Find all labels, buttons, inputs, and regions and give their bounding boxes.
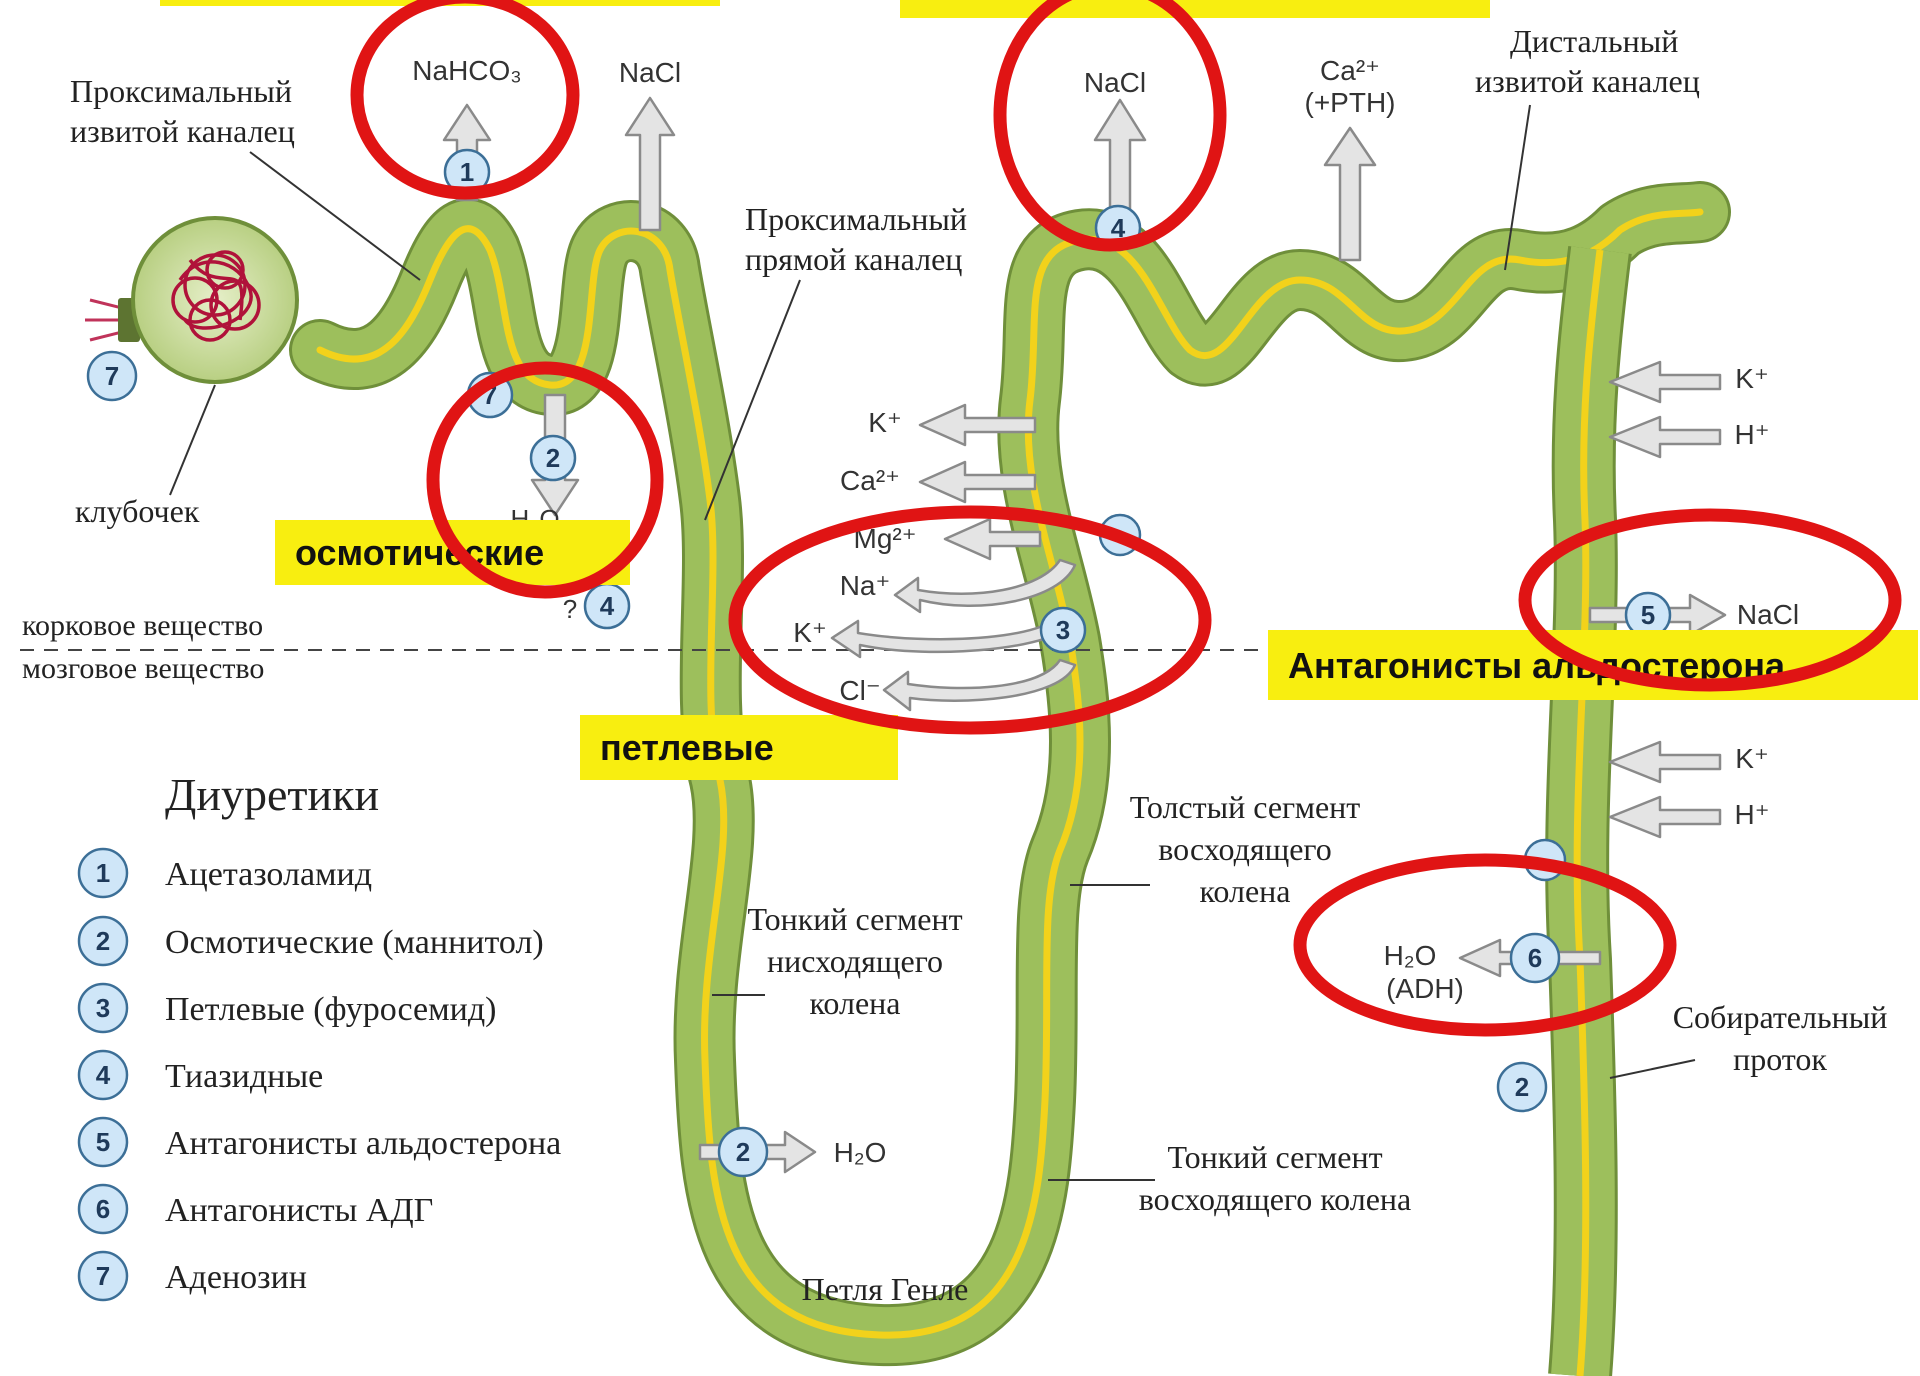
svg-text:2: 2 xyxy=(96,926,110,956)
label-proximal-convoluted-2: извитой каналец xyxy=(70,113,295,149)
ion-na-thick: Na⁺ xyxy=(840,570,891,601)
arrow-ca-pth xyxy=(1325,128,1375,260)
label-distal-convoluted-1: Дистальный xyxy=(1510,23,1678,59)
legend-item: 7 Аденозин xyxy=(79,1252,307,1300)
label-thin-ascending-2: восходящего колена xyxy=(1139,1181,1412,1217)
svg-text:4: 4 xyxy=(96,1060,111,1090)
ion-ca-pth-2: (+PTH) xyxy=(1305,87,1396,118)
svg-text:1: 1 xyxy=(460,157,474,187)
legend-item-label: Антагонисты альдостерона xyxy=(165,1125,561,1162)
label-thin-ascending-1: Тонкий сегмент xyxy=(1167,1139,1382,1175)
svg-text:3: 3 xyxy=(96,993,110,1023)
arrow-nacl-distal xyxy=(1095,100,1145,220)
top-highlight-bar-right xyxy=(900,0,1490,18)
badge-collect-6: 6 xyxy=(1511,934,1559,982)
legend: Диуретики 1 Ацетазоламид 2 Осмотические … xyxy=(79,769,561,1300)
label-collecting-duct-2: проток xyxy=(1733,1041,1827,1077)
ion-nacl-distal: NaCl xyxy=(1084,67,1146,98)
badge-loop-2: 2 xyxy=(719,1128,767,1176)
label-proximal-convoluted-1: Проксимальный xyxy=(70,73,292,109)
badge-thick-3: 3 xyxy=(1041,608,1085,652)
legend-item: 2 Осмотические (маннитол) xyxy=(79,917,544,965)
label-thick-ascending-1: Толстый сегмент xyxy=(1130,789,1361,825)
tubule-system xyxy=(320,212,1700,1376)
svg-text:7: 7 xyxy=(105,361,119,391)
ion-h-collect-2: H⁺ xyxy=(1735,799,1770,830)
legend-item-label: Ацетазоламид xyxy=(165,856,372,893)
label-collecting-duct-1: Собирательный xyxy=(1673,999,1888,1035)
label-proximal-straight-2: прямой каналец xyxy=(745,241,962,277)
svg-text:2: 2 xyxy=(546,443,560,473)
legend-title: Диуретики xyxy=(165,769,379,820)
ion-h2o-adh-1: H₂O xyxy=(1384,940,1437,971)
legend-item: 4 Тиазидные xyxy=(79,1051,323,1099)
legend-item-label: Петлевые (фуросемид) xyxy=(165,991,496,1028)
ion-h2o-adh-2: (ADH) xyxy=(1386,973,1464,1004)
ion-nacl-proximal: NaCl xyxy=(619,57,681,88)
badge-proximal-4: 4 xyxy=(585,584,629,628)
svg-text:5: 5 xyxy=(1641,600,1655,630)
arrow-k-collect-1 xyxy=(1610,362,1720,402)
ion-cl-thick: Cl⁻ xyxy=(839,675,880,706)
svg-text:5: 5 xyxy=(96,1127,110,1157)
label-thin-descending-3: колена xyxy=(810,985,901,1021)
label-cortex: корковое вещество xyxy=(22,609,263,642)
label-distal-convoluted-2: извитой каналец xyxy=(1475,63,1700,99)
badge-proximal-2: 2 xyxy=(531,436,575,480)
label-thin-descending-1: Тонкий сегмент xyxy=(747,901,962,937)
legend-item: 1 Ацетазоламид xyxy=(79,849,372,897)
label-glomerulus: клубочек xyxy=(75,493,200,529)
ion-h-collect-1: H⁺ xyxy=(1735,419,1770,450)
label-thin-descending-2: нисходящего xyxy=(767,943,943,979)
ion-ca-pth-1: Ca²⁺ xyxy=(1320,55,1380,86)
badge-glomerulus-7: 7 xyxy=(88,352,136,400)
label-medulla: мозговое вещество xyxy=(22,652,264,685)
svg-text:6: 6 xyxy=(1528,943,1542,973)
legend-item-label: Аденозин xyxy=(165,1259,307,1296)
label-thick-ascending-3: колена xyxy=(1200,873,1291,909)
highlight-loop-text: петлевые xyxy=(600,727,774,768)
ion-nacl-collect: NaCl xyxy=(1737,599,1799,630)
ion-k-thick: K⁺ xyxy=(868,407,901,438)
legend-item: 3 Петлевые (фуросемид) xyxy=(79,984,496,1032)
legend-item-label: Антагонисты АДГ xyxy=(165,1192,433,1229)
svg-text:2: 2 xyxy=(736,1137,750,1167)
highlight-osmotic-text: осмотические xyxy=(295,532,544,573)
svg-text:7: 7 xyxy=(96,1261,110,1291)
label-thick-ascending-2: восходящего xyxy=(1158,831,1332,867)
svg-text:2: 2 xyxy=(1515,1072,1529,1102)
svg-text:6: 6 xyxy=(96,1194,110,1224)
ion-k-collect-1: K⁺ xyxy=(1735,363,1768,394)
circle-adh xyxy=(1300,860,1670,1030)
arrow-h-collect-2 xyxy=(1610,797,1720,837)
svg-text:4: 4 xyxy=(600,591,615,621)
ion-question: ? xyxy=(563,594,577,624)
ion-k-collect-2: K⁺ xyxy=(1735,743,1768,774)
legend-item-label: Осмотические (маннитол) xyxy=(165,924,544,961)
ion-nahco3: NaHCO₃ xyxy=(412,55,521,86)
ion-h2o-loop: H₂O xyxy=(834,1137,887,1168)
ion-k-thick-2: K⁺ xyxy=(793,617,826,648)
label-proximal-straight-1: Проксимальный xyxy=(745,201,967,237)
ion-ca-thick: Ca²⁺ xyxy=(840,465,900,496)
label-loop-of-henle: Петля Генле xyxy=(802,1271,969,1307)
svg-text:3: 3 xyxy=(1056,615,1070,645)
legend-item: 6 Антагонисты АДГ xyxy=(79,1185,433,1233)
arrow-h-collect-1 xyxy=(1610,417,1720,457)
arrow-k-collect-2 xyxy=(1610,742,1720,782)
legend-item-label: Тиазидные xyxy=(165,1058,323,1095)
legend-item: 5 Антагонисты альдостерона xyxy=(79,1118,561,1166)
svg-text:1: 1 xyxy=(96,858,110,888)
badge-collect-2: 2 xyxy=(1498,1063,1546,1111)
